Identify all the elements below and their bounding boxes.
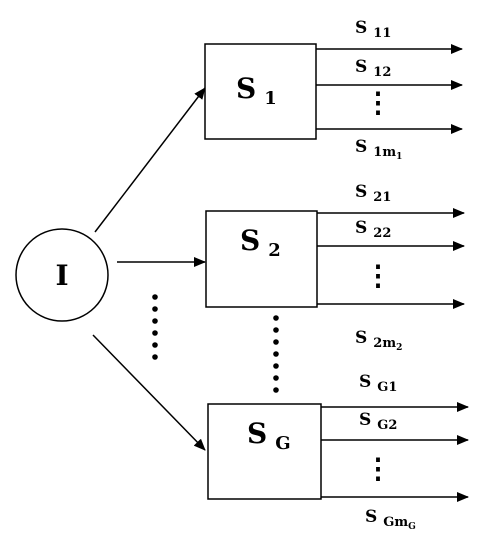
stage-ellipsis [273, 315, 279, 393]
input-node: I [15, 228, 109, 322]
s2-output-ellipsis: ⋮ [364, 259, 392, 292]
input-node-label: I [55, 259, 68, 292]
arrow-input-to-sg [92, 334, 206, 451]
input-arrow-ellipsis [152, 294, 158, 360]
sg-output-ellipsis: ⋮ [364, 452, 392, 485]
arrow-input-to-s1 [94, 87, 206, 233]
s1-output-ellipsis: ⋮ [364, 86, 392, 119]
